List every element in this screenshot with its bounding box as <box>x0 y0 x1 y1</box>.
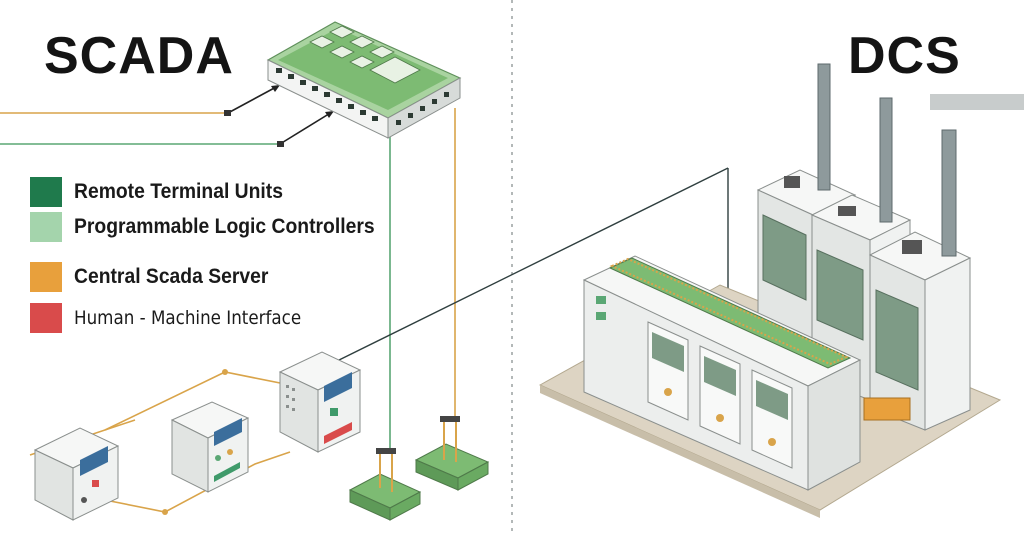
arrow-to-switch-b <box>279 111 333 145</box>
tower-3 <box>868 231 972 431</box>
arrowhead-a <box>271 85 280 92</box>
scada-title: SCADA <box>44 27 234 85</box>
rtu-cabinet-icon <box>33 427 120 521</box>
rtu-cabinet-icon <box>170 401 250 493</box>
legend-swatch-rtu <box>30 177 62 207</box>
gray-bar <box>930 94 1024 110</box>
smokestack-icon <box>817 63 957 257</box>
legend-label-rtu: Remote Terminal Units <box>74 180 283 203</box>
hmi-to-dcs-link <box>334 167 729 363</box>
dcs-title: DCS <box>848 27 961 85</box>
network-switch-icon <box>266 21 462 139</box>
arrow-to-switch-a <box>227 85 279 114</box>
legend-item-hmi: Human - Machine Interface <box>30 303 332 333</box>
plc-module-icon <box>414 416 490 491</box>
legend-item-server: Central Scada Server <box>30 262 285 292</box>
legend-swatch-hmi <box>30 303 62 333</box>
legend-swatch-plc <box>30 212 62 242</box>
control-building <box>582 255 911 491</box>
dcs-plant-icon <box>538 63 1002 518</box>
legend-swatch-server <box>30 262 62 292</box>
legend-item-plc: Programmable Logic Controllers <box>30 212 401 242</box>
legend-label-plc: Programmable Logic Controllers <box>74 215 375 238</box>
legend-item-rtu: Remote Terminal Units <box>30 177 301 207</box>
plc-module-icon <box>348 448 422 521</box>
legend-label-hmi: Human - Machine Interface <box>74 307 302 329</box>
arrowhead-b <box>325 111 334 118</box>
hmi-cabinet-icon <box>278 351 362 453</box>
legend-label-server: Central Scada Server <box>74 265 269 288</box>
